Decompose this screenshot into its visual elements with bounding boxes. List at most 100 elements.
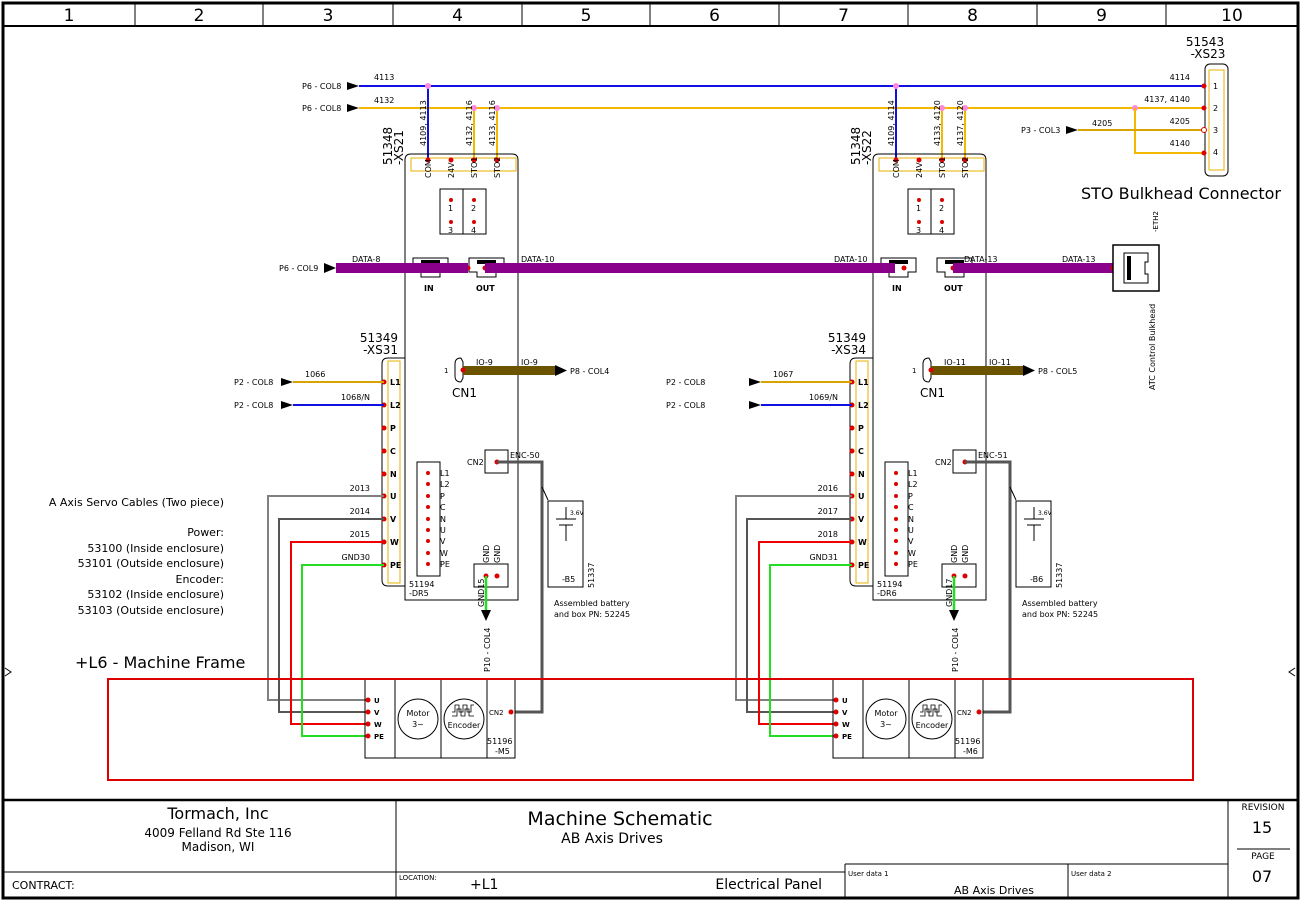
bulkhead-connector <box>1204 63 1229 177</box>
location-label: LOCATION: <box>399 874 437 882</box>
junction <box>494 105 500 111</box>
motor-pin-label: PE <box>374 733 384 741</box>
arrow-down-icon <box>949 610 959 621</box>
sto-bus: P6 - COL8 4113 P6 - COL8 4132 4109, 4113… <box>302 35 1281 203</box>
column-label: 4 <box>452 6 463 26</box>
column-label: 10 <box>1221 6 1243 26</box>
feed-source-label: P6 - COL8 <box>302 104 341 113</box>
power-pin-label: L1 <box>390 378 401 387</box>
power-pin-label: P <box>390 424 396 433</box>
wire-label: DATA-10 <box>834 255 868 264</box>
company-address-line2: Madison, WI <box>182 840 255 854</box>
sto-pin-label: STO2 <box>961 157 970 178</box>
row-marker-left <box>4 667 12 677</box>
motor-part: 51196 <box>955 737 980 746</box>
user-data-1-label: User data 1 <box>848 870 889 878</box>
wire-label: 2014 <box>350 507 370 516</box>
encoder-cable <box>965 460 1012 714</box>
junction <box>425 83 431 89</box>
arrow-in-icon <box>749 401 761 409</box>
motor-pin-label: U <box>842 697 848 705</box>
motor-cn2-label: CN2 <box>957 709 972 717</box>
power-pin-label: N <box>858 470 865 479</box>
gnd-label: GND <box>493 545 502 563</box>
battery-icon <box>1024 507 1044 541</box>
drop-label: 4109, 4113 <box>419 100 428 146</box>
junction <box>939 105 945 111</box>
contract-label: CONTRACT: <box>12 879 75 892</box>
motor-icon <box>865 698 907 740</box>
cable-data-8 <box>336 263 468 273</box>
feed-source-label: P6 - COL8 <box>302 82 341 91</box>
atc-ethernet-bulkhead <box>1112 244 1160 292</box>
motor-wire <box>278 518 384 713</box>
drive-enclosure <box>872 153 987 601</box>
cn2-label: CN2 <box>935 458 952 467</box>
pulse-waveform-icon <box>452 704 474 717</box>
drive-terminal-label: W <box>908 549 916 558</box>
power-pin-label: L2 <box>390 401 401 410</box>
io-cable <box>463 366 555 375</box>
motor-tag: -M6 <box>963 747 978 756</box>
drive-tag: -DR5 <box>409 589 429 598</box>
drive-terminal-label: P <box>440 492 445 501</box>
cable-note-line: 53100 (Inside enclosure) <box>87 542 224 555</box>
drive-terminal-label: V <box>908 537 914 546</box>
sto-connector-part: 51348 <box>849 127 863 165</box>
wire-label: 4205 <box>1092 119 1112 128</box>
dip-label: 1 <box>916 204 921 213</box>
power-pin-label: L2 <box>858 401 869 410</box>
feed-source-label: P2 - COL8 <box>666 401 705 410</box>
bulkhead-part: 51543 <box>1186 35 1224 49</box>
arrow-out-icon <box>1023 365 1035 376</box>
dip-label: 4 <box>939 226 944 235</box>
cable-data-10 <box>485 263 895 273</box>
io-destination: P8 - COL4 <box>570 367 609 376</box>
drive-enclosure <box>404 153 519 601</box>
encoder-cable <box>497 460 544 714</box>
power-connector-part: 51349 <box>828 331 866 345</box>
drop-label: 4133, 4120 <box>933 100 942 146</box>
power-pin-label: U <box>390 492 397 501</box>
motor-tag: -M5 <box>495 747 510 756</box>
motor-wire <box>746 518 852 713</box>
motor-pin-label: W <box>374 721 382 729</box>
motor-label: 3~ <box>880 720 892 729</box>
drive-terminal-label: W <box>440 549 448 558</box>
sto-connector-part: 51348 <box>381 127 395 165</box>
motor-label: Motor <box>874 709 898 718</box>
wire-label: 1066 <box>305 370 325 379</box>
drawing-subtitle: AB Axis Drives <box>561 831 663 847</box>
revision-label: REVISION <box>1242 803 1285 813</box>
cable-note-line: 53103 (Outside enclosure) <box>78 604 224 617</box>
user-data-2-label: User data 2 <box>1071 870 1112 878</box>
rj45-label: IN <box>892 284 902 293</box>
title-block: Tormach, Inc 4009 Felland Rd Ste 116 Mad… <box>3 798 1298 898</box>
column-label: 5 <box>581 6 592 26</box>
motor-part: 51196 <box>487 737 512 746</box>
company-address-line1: 4009 Felland Rd Ste 116 <box>144 826 291 840</box>
motor-wire <box>301 564 384 737</box>
column-label: 1 <box>64 6 75 26</box>
feed-source-label: P3 - COL3 <box>1021 126 1060 135</box>
wire-label: IO-11 <box>989 358 1011 367</box>
arrow-out-icon <box>555 365 567 376</box>
drop-label: 4109, 4114 <box>887 100 896 146</box>
wire-label: IO-9 <box>521 358 538 367</box>
drive-terminal-label: PE <box>908 560 918 569</box>
rj45-label: IN <box>424 284 434 293</box>
wire-label: ENC-50 <box>510 451 540 460</box>
location-value: +L1 <box>470 877 498 893</box>
sto-connector-tag: -XS22 <box>860 130 874 165</box>
cn2-label: CN2 <box>467 458 484 467</box>
drive-terminal-label: L2 <box>440 480 450 489</box>
drive-terminal-label: L1 <box>440 469 450 478</box>
drop-label: 4132, 4116 <box>465 100 474 146</box>
power-pin-label: PE <box>858 561 869 570</box>
power-connector-tag: -XS31 <box>363 343 398 357</box>
arrow-in-icon <box>749 378 761 386</box>
wire-label: 4137, 4140 <box>1144 95 1190 104</box>
drive-terminal-label: L2 <box>908 480 918 489</box>
drive-terminal-label: PE <box>440 560 450 569</box>
